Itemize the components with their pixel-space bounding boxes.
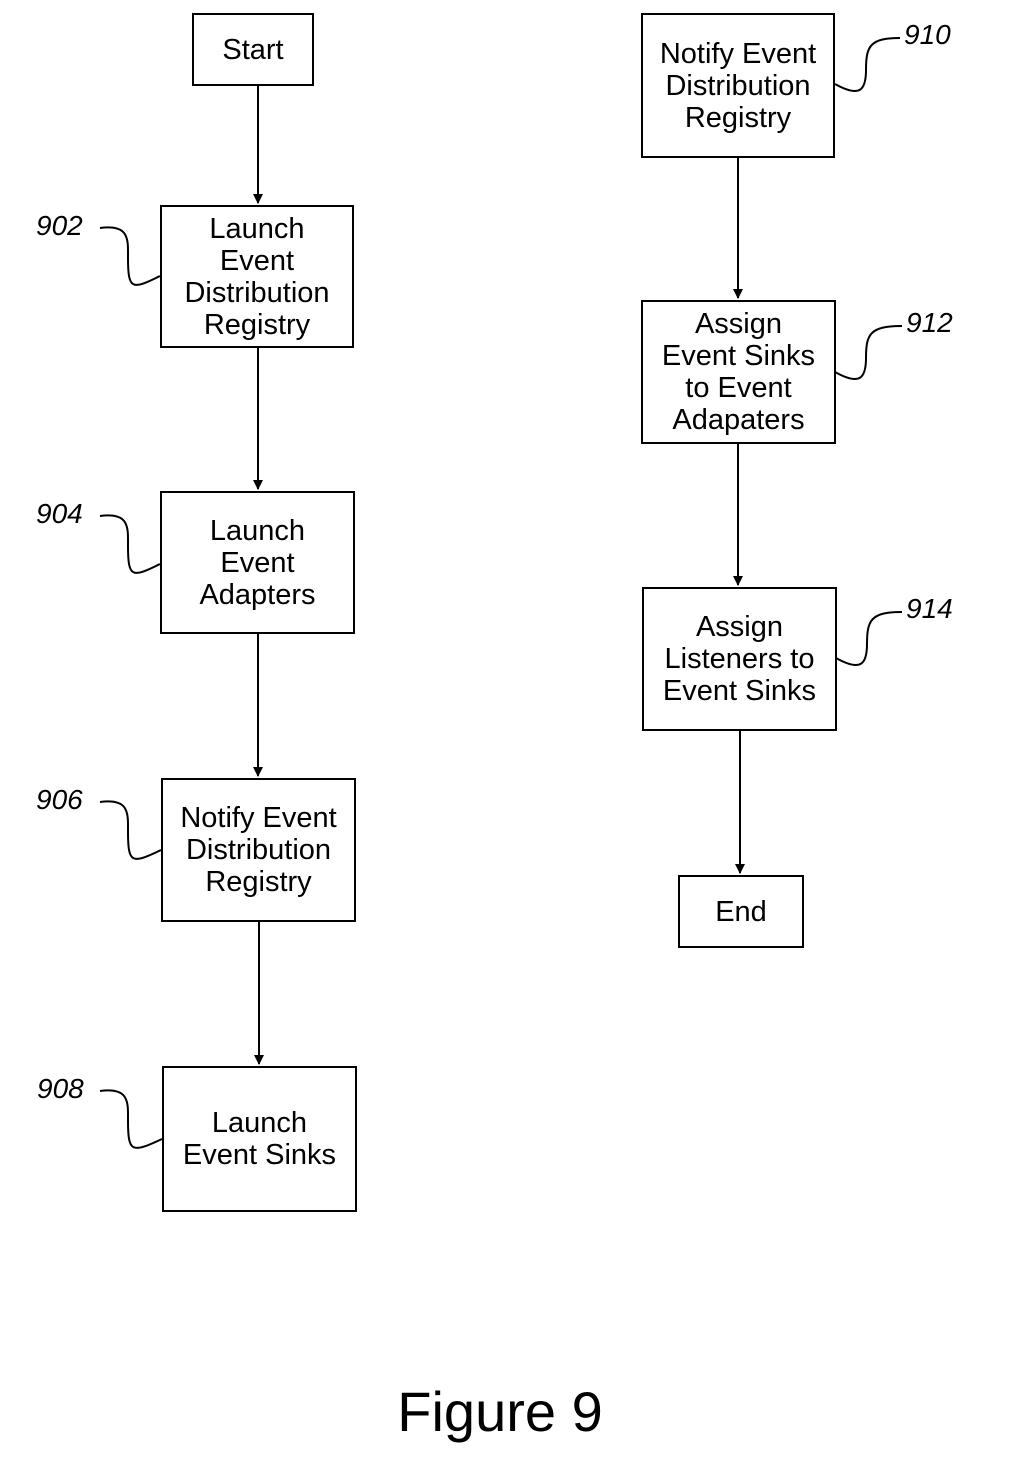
notify-event-distribution-registry-node-right: Notify Event Distribution Registry [641, 13, 835, 158]
leader-902 [99, 226, 161, 286]
assign-event-sinks-node: Assign Event Sinks to Event Adapaters [641, 300, 836, 444]
leader-910 [834, 37, 901, 92]
assign-listeners-node: Assign Listeners to Event Sinks [642, 587, 837, 731]
ref-label-914: 914 [906, 593, 953, 624]
launch-event-sinks-node: Launch Event Sinks [162, 1066, 357, 1212]
leader-906 [99, 800, 162, 860]
ref-label-912: 912 [906, 307, 953, 338]
ref-label-908: 908 [37, 1073, 84, 1104]
figure-caption: Figure 9 [397, 1380, 603, 1443]
ref-label-906: 906 [36, 784, 83, 815]
launch-event-distribution-registry-node: Launch Event Distribution Registry [160, 205, 354, 348]
leader-912 [834, 325, 903, 380]
start-node: Start [192, 13, 314, 86]
ref-label-902: 902 [36, 210, 83, 241]
notify-event-distribution-registry-node-left: Notify Event Distribution Registry [161, 778, 356, 922]
leader-908 [99, 1089, 163, 1149]
leader-914 [835, 611, 903, 666]
ref-label-910: 910 [904, 19, 951, 50]
end-node: End [678, 875, 804, 948]
ref-label-904: 904 [36, 498, 83, 529]
launch-event-adapters-node: Launch Event Adapters [160, 491, 355, 634]
leader-904 [99, 514, 161, 574]
